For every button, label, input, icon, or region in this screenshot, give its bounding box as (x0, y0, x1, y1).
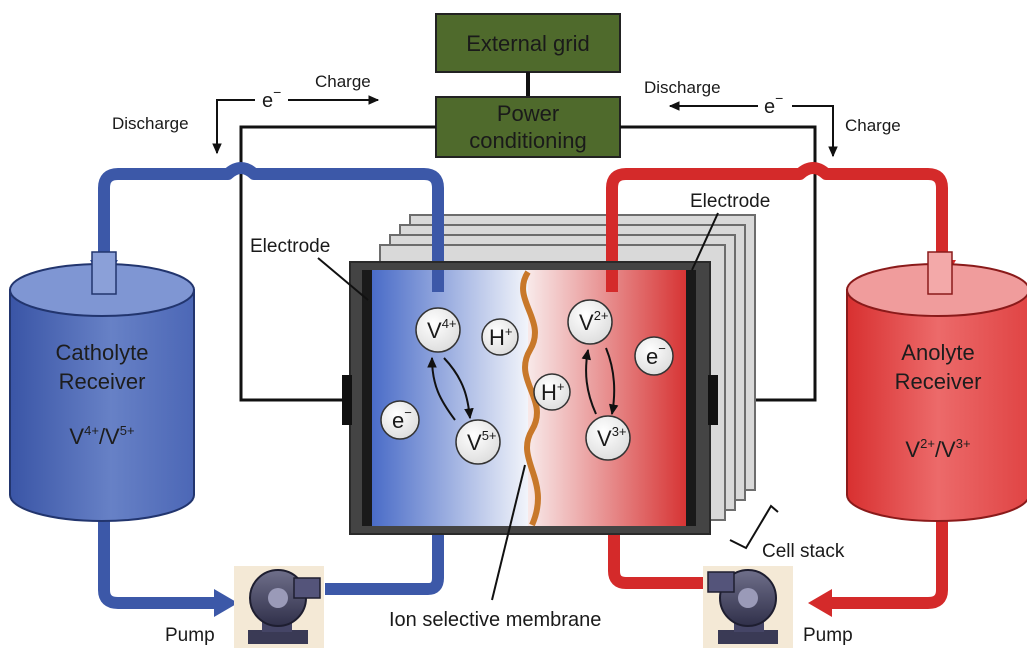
main-cell (342, 261, 718, 535)
svg-text:e−: e− (392, 405, 412, 433)
ion-v5: V5+ (455, 419, 501, 465)
svg-text:V5+: V5+ (467, 428, 497, 455)
charge-arrow-right (792, 105, 838, 158)
ion-e-left: e− (380, 400, 420, 440)
ion-h-left: H+ (481, 318, 519, 356)
catholyte-label-line2: Receiver (59, 369, 146, 394)
catholyte-half-cell (362, 270, 530, 526)
left-pump-label: Pump (165, 625, 215, 646)
right-pump-inlet-arrowhead (808, 589, 832, 617)
anolyte-tank-inlet (927, 251, 953, 295)
membrane-label: Ion selective membrane (389, 609, 601, 631)
svg-text:V3+: V3+ (597, 424, 627, 451)
left-discharge-label: Discharge (112, 114, 189, 133)
svg-text:V4+: V4+ (427, 316, 457, 343)
left-electron-label: e− (262, 84, 281, 112)
right-electrode-callout: Electrode (690, 191, 770, 271)
membrane-callout: Ion selective membrane (389, 464, 601, 631)
power-conditioning-box: Power conditioning (435, 96, 621, 158)
cell-stack-label: Cell stack (762, 541, 845, 562)
anolyte-species: V2+/V3+ (905, 436, 970, 462)
anolyte-pipes (606, 162, 948, 609)
catholyte-species: V4+/V5+ (69, 423, 134, 449)
right-electrode-label: Electrode (690, 191, 770, 212)
ion-e-right: e− (634, 336, 674, 376)
catholyte-tank: Catholyte Receiver V4+/V5+ (9, 251, 195, 522)
left-charge-label: Charge (315, 72, 371, 91)
right-flow-annotation: Discharge Charge e− (644, 78, 901, 158)
cell-stack-callout: Cell stack (729, 504, 845, 562)
svg-text:e−: e− (646, 341, 666, 369)
right-terminal (708, 375, 718, 425)
discharge-arrow-left (212, 99, 255, 155)
redox-arrows-right (581, 347, 619, 416)
electrical-wiring (239, 125, 817, 402)
ion-h-right: H+ (533, 373, 571, 411)
svg-text:H+: H+ (489, 324, 512, 350)
ion-v2: V2+ (567, 299, 613, 345)
svg-text:H+: H+ (541, 379, 564, 405)
anolyte-tank: Anolyte Receiver V2+/V3+ (846, 251, 1027, 522)
power-conditioning-label-line1: Power (497, 101, 559, 126)
left-terminal (342, 375, 352, 425)
power-conditioning-label-line2: conditioning (469, 128, 586, 153)
left-flow-annotation: Discharge Charge e− (112, 72, 380, 155)
right-charge-label: Charge (845, 116, 901, 135)
anolyte-label-line1: Anolyte (901, 340, 974, 365)
left-electrode-callout: Electrode (250, 236, 369, 301)
svg-text:V2+: V2+ (579, 308, 609, 335)
ion-v4: V4+ (415, 307, 461, 353)
left-pump-icon (234, 566, 324, 648)
right-discharge-label: Discharge (644, 78, 721, 97)
right-electrode (686, 270, 696, 526)
catholyte-pipes (98, 162, 444, 609)
anolyte-label-line2: Receiver (895, 369, 982, 394)
redox-arrows-left (427, 356, 474, 421)
catholyte-label-line1: Catholyte (56, 340, 149, 365)
right-electron-label: e− (764, 90, 783, 118)
external-grid-box: External grid (435, 13, 621, 73)
left-pump-inlet-arrowhead (214, 589, 238, 617)
ion-v3: V3+ (585, 415, 631, 461)
external-grid-label: External grid (466, 31, 590, 56)
ion-selective-membrane (520, 270, 541, 527)
right-pump-icon (703, 566, 793, 648)
left-electrode (362, 270, 372, 526)
left-electrode-label: Electrode (250, 236, 330, 257)
right-pump-label: Pump (803, 625, 853, 646)
catholyte-tank-inlet (91, 251, 117, 295)
